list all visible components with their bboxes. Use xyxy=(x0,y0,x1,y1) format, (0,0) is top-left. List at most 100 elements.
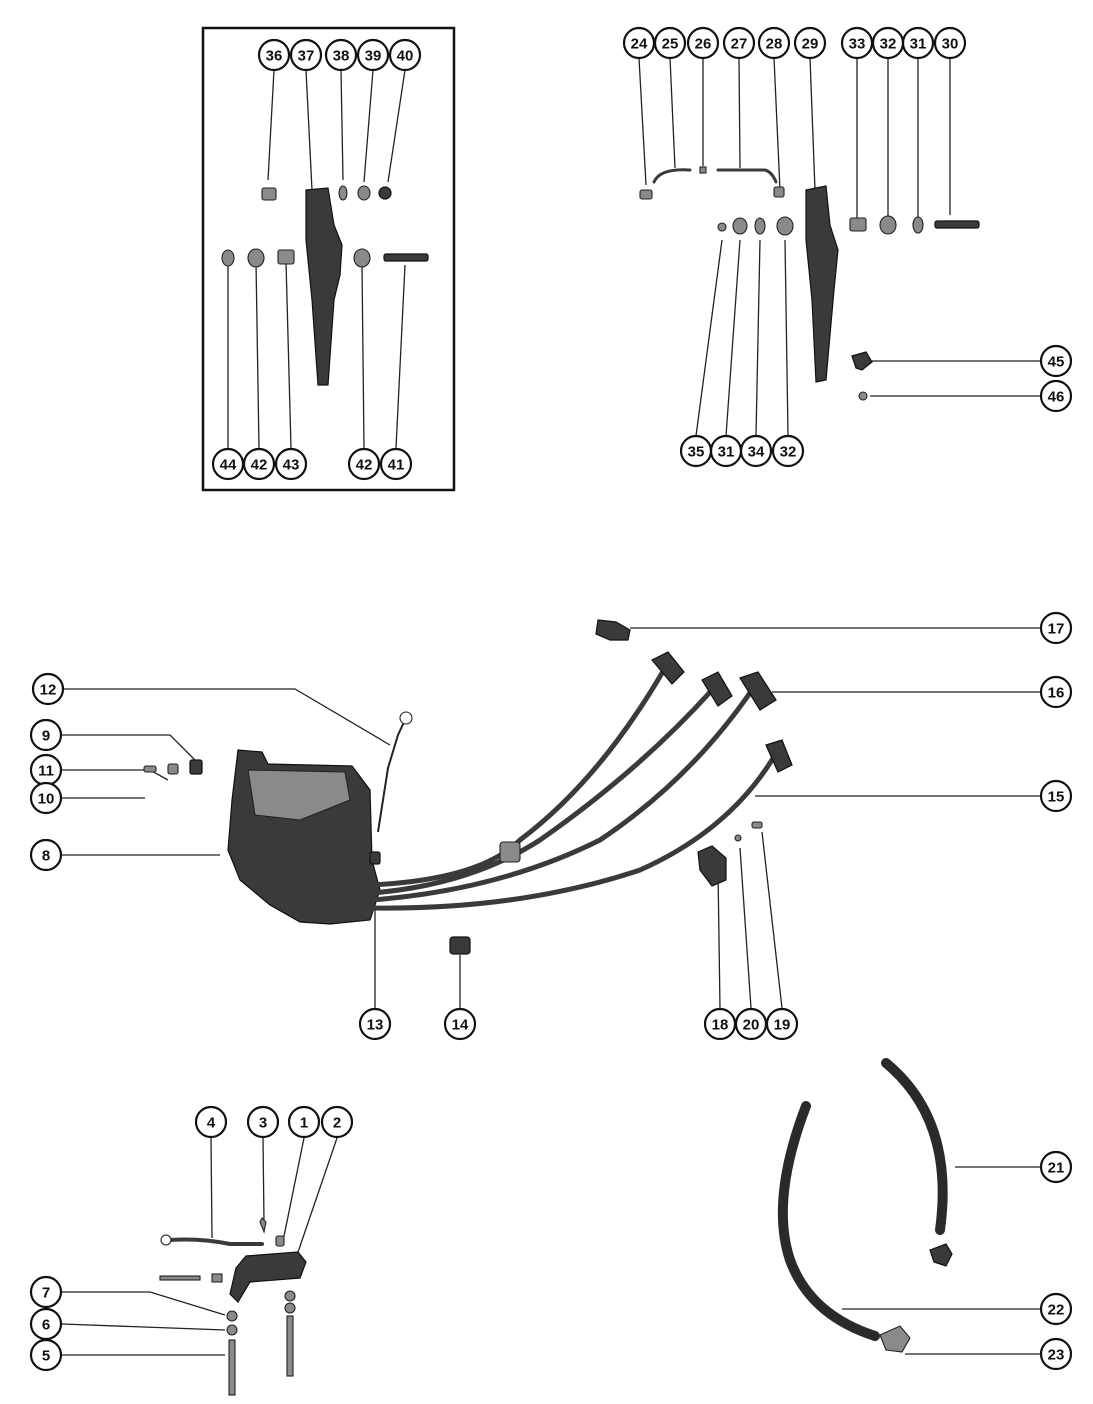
coil-small-parts xyxy=(143,619,763,955)
svg-text:3: 3 xyxy=(259,1115,267,1132)
svg-text:19: 19 xyxy=(774,1017,791,1034)
callout-35: 35 xyxy=(679,434,713,468)
callout-40: 40 xyxy=(388,38,422,72)
callout-3: 3 xyxy=(246,1105,280,1139)
leader-lines-bottom-left xyxy=(61,1137,338,1356)
svg-text:31: 31 xyxy=(910,36,927,53)
svg-text:7: 7 xyxy=(42,1285,50,1302)
callout-20: 20 xyxy=(734,1007,768,1041)
callout-39: 39 xyxy=(356,38,390,72)
leader-lines-top-left xyxy=(227,69,406,449)
svg-text:6: 6 xyxy=(42,1317,50,1334)
svg-text:38: 38 xyxy=(333,48,350,65)
svg-text:46: 46 xyxy=(1048,389,1065,406)
svg-text:20: 20 xyxy=(743,1017,760,1034)
callout-18: 18 xyxy=(703,1007,737,1041)
svg-text:35: 35 xyxy=(688,444,705,461)
callout-37: 37 xyxy=(289,38,323,72)
callout-22: 22 xyxy=(1039,1292,1073,1326)
callout-16: 16 xyxy=(1039,675,1073,709)
throttle-lever-assembly xyxy=(221,185,429,386)
spark-plug-wires xyxy=(367,651,793,911)
svg-text:11: 11 xyxy=(38,763,54,780)
callout-17: 17 xyxy=(1039,611,1073,645)
callout-21: 21 xyxy=(1039,1150,1073,1184)
svg-text:44: 44 xyxy=(220,457,237,474)
callout-29: 29 xyxy=(793,26,827,60)
callout-34: 34 xyxy=(739,434,773,468)
callout-28: 28 xyxy=(757,26,791,60)
svg-text:23: 23 xyxy=(1048,1347,1065,1364)
svg-text:43: 43 xyxy=(283,457,300,474)
callout-9: 9 xyxy=(29,718,63,752)
callout-19: 19 xyxy=(765,1007,799,1041)
svg-text:39: 39 xyxy=(365,48,382,65)
svg-text:14: 14 xyxy=(452,1017,469,1034)
callout-30: 30 xyxy=(933,26,967,60)
callout-24: 24 xyxy=(622,26,656,60)
callout-36: 36 xyxy=(257,38,291,72)
svg-text:15: 15 xyxy=(1048,789,1065,806)
svg-text:34: 34 xyxy=(748,444,765,461)
svg-text:24: 24 xyxy=(631,36,648,53)
leader-lines-middle xyxy=(62,627,1040,1009)
callout-13: 13 xyxy=(358,1007,392,1041)
svg-text:41: 41 xyxy=(388,457,405,474)
svg-text:42: 42 xyxy=(356,457,373,474)
svg-text:9: 9 xyxy=(42,728,50,745)
svg-text:22: 22 xyxy=(1048,1302,1065,1319)
callout-7: 7 xyxy=(29,1275,63,1309)
svg-text:16: 16 xyxy=(1048,685,1065,702)
callout-42: 42 xyxy=(347,447,381,481)
callout-32: 32 xyxy=(871,26,905,60)
leader-lines-top-right xyxy=(638,57,1040,437)
callout-6: 6 xyxy=(29,1307,63,1341)
svg-text:13: 13 xyxy=(367,1017,384,1034)
svg-text:30: 30 xyxy=(942,36,959,53)
callout-31: 31 xyxy=(901,26,935,60)
svg-text:25: 25 xyxy=(662,36,679,53)
callout-31: 31 xyxy=(709,434,743,468)
svg-text:17: 17 xyxy=(1048,621,1065,638)
callout-43: 43 xyxy=(274,447,308,481)
inset-frame xyxy=(201,26,456,492)
callout-45: 45 xyxy=(1039,344,1073,378)
spark-advance-parts xyxy=(639,166,980,401)
callout-46: 46 xyxy=(1039,379,1073,413)
svg-text:32: 32 xyxy=(880,36,897,53)
svg-text:8: 8 xyxy=(42,848,50,865)
callout-23: 23 xyxy=(1039,1337,1073,1371)
svg-text:27: 27 xyxy=(731,36,748,53)
svg-text:40: 40 xyxy=(397,48,414,65)
svg-text:33: 33 xyxy=(849,36,866,53)
rectifier-bracket-parts xyxy=(159,1217,307,1396)
callout-38: 38 xyxy=(324,38,358,72)
callout-32: 32 xyxy=(771,434,805,468)
callout-26: 26 xyxy=(686,26,720,60)
svg-text:29: 29 xyxy=(802,36,819,53)
callout-2: 2 xyxy=(320,1105,354,1139)
leader-lines-bottom-right xyxy=(842,1166,1040,1355)
svg-text:5: 5 xyxy=(42,1348,50,1365)
callout-42: 42 xyxy=(242,447,276,481)
svg-text:45: 45 xyxy=(1048,354,1065,371)
svg-text:31: 31 xyxy=(718,444,735,461)
callout-15: 15 xyxy=(1039,779,1073,813)
svg-text:42: 42 xyxy=(251,457,268,474)
callout-14: 14 xyxy=(443,1007,477,1041)
hoses xyxy=(777,1058,953,1353)
callout-4: 4 xyxy=(194,1105,228,1139)
svg-text:28: 28 xyxy=(766,36,783,53)
svg-text:21: 21 xyxy=(1048,1160,1065,1177)
callout-41: 41 xyxy=(379,447,413,481)
callout-5: 5 xyxy=(29,1338,63,1372)
callout-12: 12 xyxy=(31,672,65,706)
callout-1: 1 xyxy=(287,1105,321,1139)
svg-text:1: 1 xyxy=(300,1115,308,1132)
svg-text:2: 2 xyxy=(333,1115,341,1132)
svg-text:37: 37 xyxy=(298,48,315,65)
callout-8: 8 xyxy=(29,838,63,872)
svg-text:18: 18 xyxy=(712,1017,729,1034)
callout-44: 44 xyxy=(211,447,245,481)
